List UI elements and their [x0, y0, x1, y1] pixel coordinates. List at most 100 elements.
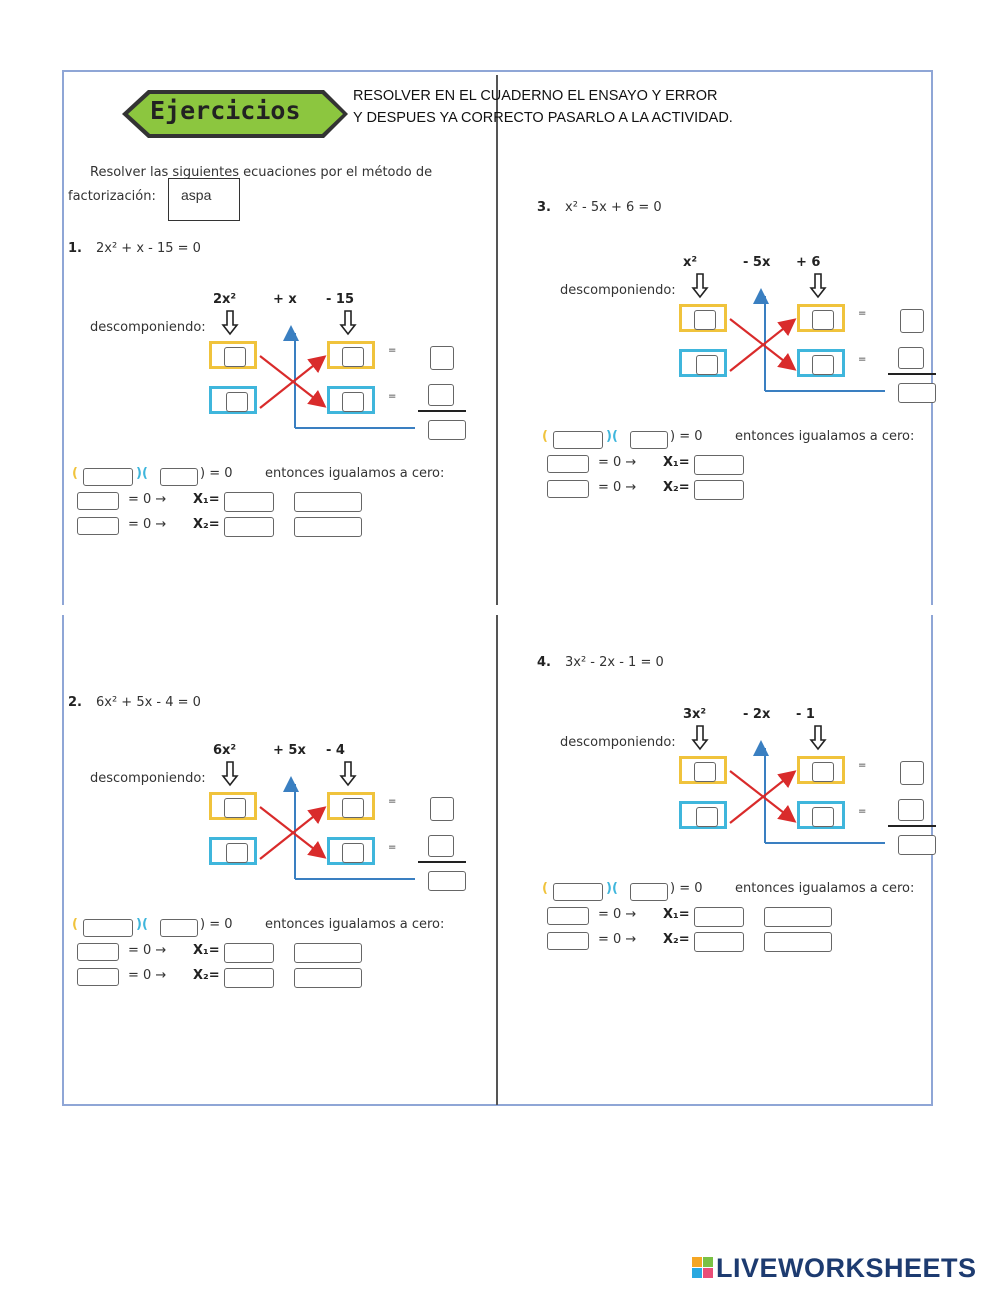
equals-zero-arrow: = 0 → [598, 455, 637, 470]
factor-right-top-input[interactable] [342, 347, 364, 367]
liveworksheets-logo: LIVEWORKSHEETS [692, 1253, 977, 1284]
x2-label: X₂= [193, 517, 220, 532]
method-input[interactable]: aspa [168, 178, 240, 221]
x1-extra-input[interactable] [294, 943, 362, 963]
descomponiendo-label: descomponiendo: [560, 283, 676, 298]
equals-zero-arrow: = 0 → [128, 943, 167, 958]
x1-value-input[interactable] [694, 455, 744, 475]
factor-left-bottom-input[interactable] [226, 843, 248, 863]
open-paren: ( [72, 917, 78, 932]
sum-bottom-input[interactable] [898, 383, 936, 403]
x1-value-input[interactable] [224, 943, 274, 963]
x2-value-input[interactable] [694, 932, 744, 952]
close-paren-equals-zero: ) = 0 [200, 466, 233, 481]
factor-left-bottom-frame [209, 386, 257, 414]
middle-paren: )( [606, 429, 618, 444]
x1-value-input[interactable] [224, 492, 274, 512]
product-top-input[interactable] [900, 309, 924, 333]
equals-zero-arrow: = 0 → [598, 932, 637, 947]
factor-left-bottom-input[interactable] [696, 807, 718, 827]
sum-top-input[interactable] [428, 835, 454, 857]
factor-right-bottom-input[interactable] [812, 807, 834, 827]
factor-right-bottom-frame [327, 386, 375, 414]
sum-bottom-input[interactable] [428, 420, 466, 440]
factor-right-bottom-frame [797, 801, 845, 829]
factor-right-top-input[interactable] [812, 310, 834, 330]
term-linear: + x [273, 292, 297, 307]
sum-top-input[interactable] [428, 384, 454, 406]
equals-zero-arrow: = 0 → [598, 907, 637, 922]
equals-zero-arrow: = 0 → [128, 492, 167, 507]
factor-right-top-input[interactable] [342, 798, 364, 818]
x2-value-input[interactable] [694, 480, 744, 500]
x2-factor-input[interactable] [547, 480, 589, 498]
x1-factor-input[interactable] [547, 455, 589, 473]
x1-factor-input[interactable] [77, 943, 119, 961]
term-quadratic: 6x² [213, 743, 237, 758]
x2-value-input[interactable] [224, 517, 274, 537]
factor-right-bottom-input[interactable] [342, 392, 364, 412]
x1-extra-input[interactable] [294, 492, 362, 512]
factor-2-input[interactable] [160, 468, 198, 486]
equals-zero-arrow: = 0 → [128, 968, 167, 983]
product-top-input[interactable] [430, 346, 454, 370]
factor-left-bottom-input[interactable] [696, 355, 718, 375]
middle-paren: )( [136, 917, 148, 932]
sum-top-input[interactable] [898, 799, 924, 821]
x1-label: X₁= [663, 455, 690, 470]
factor-left-top-input[interactable] [694, 762, 716, 782]
sum-top-input[interactable] [898, 347, 924, 369]
equals-zero-arrow: = 0 → [128, 517, 167, 532]
exercise-equation: x² - 5x + 6 = 0 [565, 200, 662, 215]
factor-2-input[interactable] [160, 919, 198, 937]
middle-paren: )( [136, 466, 148, 481]
factor-right-top-input[interactable] [812, 762, 834, 782]
x2-factor-input[interactable] [77, 968, 119, 986]
factor-left-bottom-input[interactable] [226, 392, 248, 412]
product-top-input[interactable] [430, 797, 454, 821]
factor-1-input[interactable] [553, 431, 603, 449]
equals-sign: = [858, 308, 867, 319]
ejercicios-badge [122, 90, 348, 138]
x2-label: X₂= [663, 480, 690, 495]
x1-label: X₁= [193, 492, 220, 507]
column-divider-bottom [496, 615, 498, 1105]
sum-bottom-input[interactable] [428, 871, 466, 891]
factor-right-bottom-frame [797, 349, 845, 377]
sum-bottom-input[interactable] [898, 835, 936, 855]
product-top-input[interactable] [900, 761, 924, 785]
fraction-line [888, 373, 936, 375]
x2-extra-input[interactable] [294, 968, 362, 988]
frame-top [62, 70, 933, 72]
factor-1-input[interactable] [83, 919, 133, 937]
x2-label: X₂= [193, 968, 220, 983]
factor-right-bottom-input[interactable] [342, 843, 364, 863]
descomponiendo-label: descomponiendo: [90, 771, 206, 786]
x2-value-input[interactable] [224, 968, 274, 988]
x1-value-input[interactable] [694, 907, 744, 927]
factor-2-input[interactable] [630, 431, 668, 449]
factor-left-top-input[interactable] [694, 310, 716, 330]
down-arrow-icon [691, 273, 709, 299]
x2-extra-input[interactable] [764, 932, 832, 952]
term-quadratic: x² [683, 255, 698, 270]
x1-factor-input[interactable] [547, 907, 589, 925]
x1-extra-input[interactable] [764, 907, 832, 927]
entonces-label: entonces igualamos a cero: [265, 466, 445, 481]
x2-factor-input[interactable] [77, 517, 119, 535]
factor-1-input[interactable] [553, 883, 603, 901]
factor-2-input[interactable] [630, 883, 668, 901]
x2-extra-input[interactable] [294, 517, 362, 537]
factor-1-input[interactable] [83, 468, 133, 486]
factor-right-bottom-input[interactable] [812, 355, 834, 375]
column-divider-top [496, 75, 498, 605]
term-quadratic: 2x² [213, 292, 237, 307]
term-constant: - 4 [326, 743, 345, 758]
x2-factor-input[interactable] [547, 932, 589, 950]
factor-left-top-frame [209, 341, 257, 369]
equals-sign: = [388, 345, 397, 356]
x1-factor-input[interactable] [77, 492, 119, 510]
factor-left-top-input[interactable] [224, 798, 246, 818]
factor-left-top-input[interactable] [224, 347, 246, 367]
